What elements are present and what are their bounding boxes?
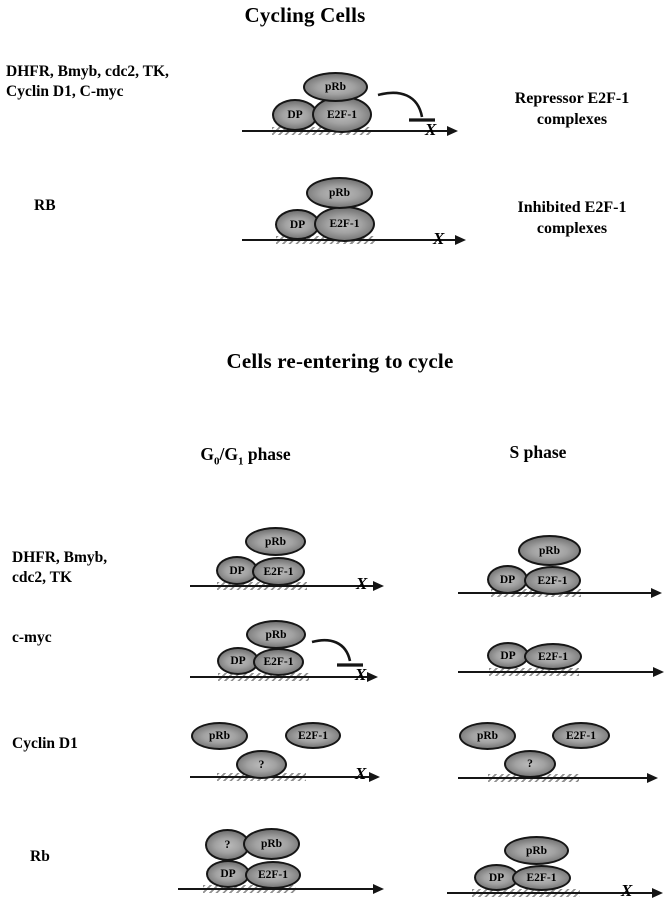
phase-header-g0g1: G0/G1 phase [200, 444, 291, 468]
prb-ellipse: pRb [518, 535, 581, 566]
e2f1-ellipse: E2F-1 [552, 722, 610, 749]
transcription-blocked-x: X [433, 229, 445, 248]
gene-label-reentry-row4: Rb [30, 848, 50, 865]
result-line2: complexes [536, 111, 608, 128]
e2f1-ellipse: E2F-1 [252, 557, 305, 586]
e2f1-ellipse: E2F-1 [512, 865, 571, 891]
dp-ellipse: DP [275, 209, 320, 240]
result-line1: Inhibited E2F-1 [517, 199, 627, 216]
prb-ellipse: pRb [504, 836, 569, 865]
section-title-cycling-cells: Cycling Cells [244, 3, 366, 27]
section-title-reentry: Cells re-entering to cycle [226, 349, 454, 373]
dp-ellipse: DP [474, 864, 519, 891]
dna-line [458, 773, 658, 783]
e2f1-ellipse: E2F-1 [524, 566, 581, 595]
phase-header-s: S phase [509, 442, 567, 462]
gene-label-line2: Cyclin D1, C-myc [6, 83, 124, 100]
prb-ellipse: pRb [243, 828, 300, 860]
e2f1-ellipse: E2F-1 [245, 861, 301, 889]
dp-ellipse: DP [206, 860, 250, 888]
gene-label-line1: DHFR, Bmyb, cdc2, TK, [6, 63, 169, 80]
result-label-inhibited: Inhibited E2F-1 complexes [480, 197, 664, 239]
prb-ellipse: pRb [303, 72, 368, 102]
transcription-blocked-x: X [355, 764, 367, 783]
result-line1: Repressor E2F-1 [514, 90, 630, 107]
gene-label-cycling-row1: DHFR, Bmyb, cdc2, TK, Cyclin D1, C-myc [6, 62, 169, 102]
transcription-blocked-x: X [356, 574, 368, 593]
gene-label-reentry-row2: c-myc [12, 629, 52, 646]
dp-ellipse: DP [217, 647, 259, 675]
gene-label-reentry-row3: Cyclin D1 [12, 735, 78, 752]
dna-line [190, 672, 378, 682]
prb-ellipse: pRb [245, 527, 306, 556]
dna-line [190, 581, 384, 591]
dna-line [190, 772, 380, 782]
prb-ellipse: pRb [191, 722, 248, 750]
e2f1-ellipse: E2F-1 [285, 722, 341, 749]
result-line2: complexes [536, 220, 608, 237]
result-label-repressor: Repressor E2F-1 complexes [480, 88, 664, 130]
dp-ellipse: DP [487, 565, 528, 594]
inhibition-arrow-icon [311, 638, 363, 667]
prb-ellipse: pRb [306, 177, 373, 209]
prb-ellipse: pRb [246, 620, 306, 649]
unknown-factor-ellipse: ? [504, 750, 556, 778]
transcription-blocked-x: X [425, 120, 437, 139]
e2f1-ellipse: E2F-1 [314, 206, 375, 242]
gene-label-reentry-row1: DHFR, Bmyb,cdc2, TK [12, 549, 108, 586]
inhibition-arrow-icon [377, 91, 435, 122]
dna-line [458, 667, 664, 677]
prb-ellipse: pRb [459, 722, 516, 750]
dp-ellipse: DP [487, 642, 529, 669]
dna-line [447, 888, 663, 898]
gene-label-cycling-row2: RB [34, 197, 56, 214]
e2f1-ellipse: E2F-1 [524, 643, 582, 670]
transcription-blocked-x: X [355, 665, 367, 684]
unknown-factor-ellipse: ? [236, 750, 287, 779]
e2f1-ellipse: E2F-1 [253, 648, 304, 676]
dna-line [178, 884, 384, 894]
transcription-blocked-x: X [621, 881, 633, 900]
